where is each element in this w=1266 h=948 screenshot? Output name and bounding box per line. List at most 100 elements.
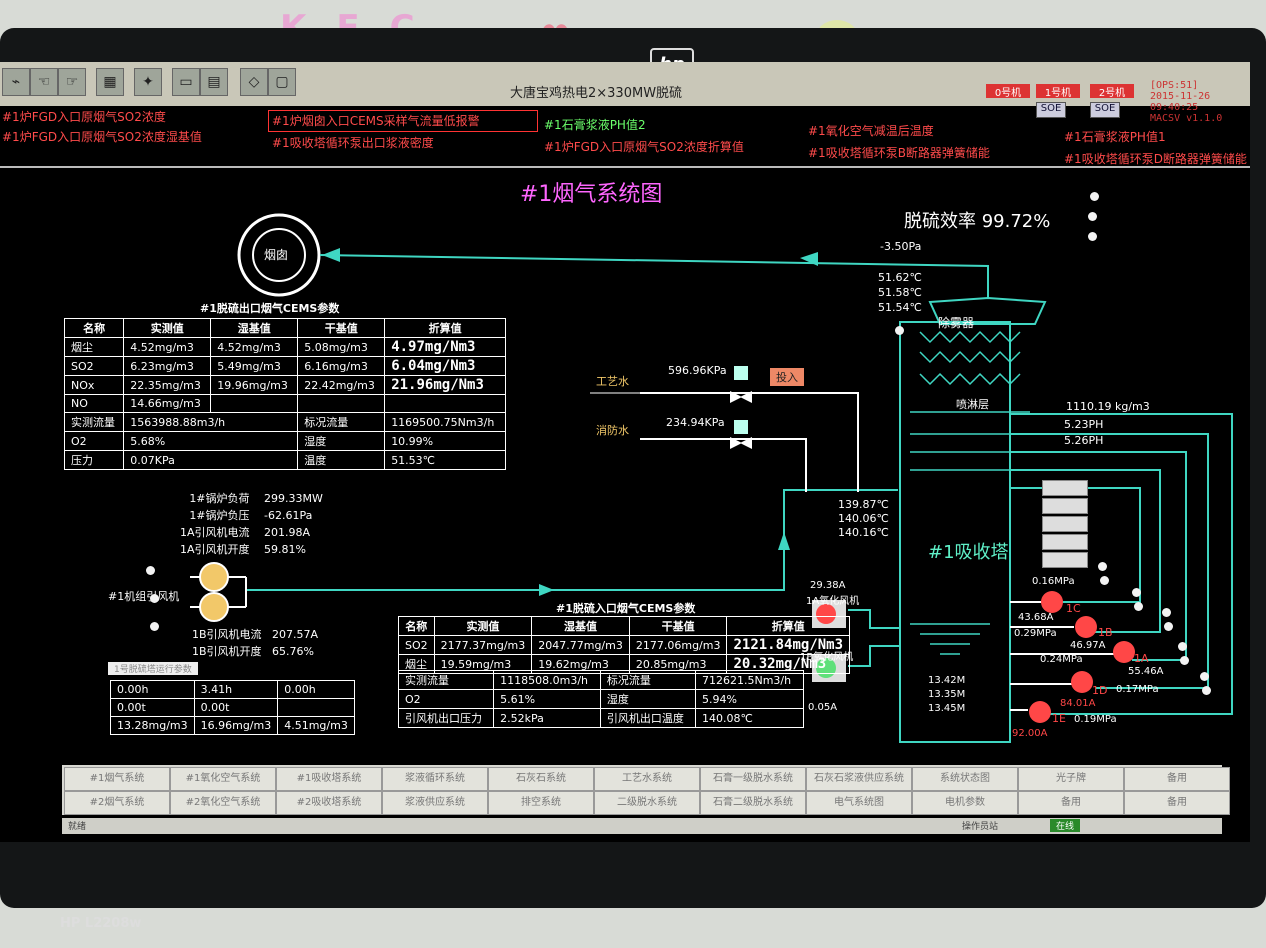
unit-1-indicator[interactable]: 1号机 [1036,84,1080,99]
pump-1d-icon [1071,671,1093,693]
small-table-title[interactable]: 1号脱硫塔运行参数 [108,662,198,675]
pump-1e-icon [1029,701,1051,723]
divider [0,166,1250,168]
document-icon[interactable]: ▢ [268,68,296,96]
nav-button[interactable]: 石膏二级脱水系统 [700,791,806,815]
status-dot[interactable] [1164,622,1173,631]
tower-top-pressure: -3.50Pa [880,240,922,253]
pump-state-button[interactable] [1042,516,1088,532]
nav-button[interactable]: 光子牌 [1018,767,1124,791]
nav-button[interactable]: 浆液供应系统 [382,791,488,815]
alarm-item[interactable]: #1石膏浆液PH值1 [1064,130,1166,144]
nav-button[interactable]: 石灰石浆液供应系统 [806,767,912,791]
alarm-item[interactable]: #1氧化空气减温后温度 [808,124,934,138]
pump-state-button[interactable] [1042,552,1088,568]
input-button[interactable]: 投入 [770,368,804,386]
nav-button[interactable]: 电机参数 [912,791,1018,815]
soe-button-1[interactable]: SOE [1036,102,1066,118]
flow-arrow-icon [539,584,554,596]
chart-icon[interactable]: ▤ [200,68,228,96]
status-dot[interactable] [1180,656,1189,665]
pump-state-button[interactable] [1042,498,1088,514]
status-dot[interactable] [150,594,159,603]
pump-state-button[interactable] [1042,480,1088,496]
pointer-icon[interactable]: ☞ [58,68,86,96]
unit-0-indicator[interactable]: 0号机 [986,84,1030,99]
nav-button[interactable]: 工艺水系统 [594,767,700,791]
status-dot[interactable] [1202,686,1211,695]
nav-button[interactable]: 备用 [1124,791,1230,815]
status-bar: 就绪 操作员站 在线 [62,818,1222,834]
absorber-tower [899,321,1011,743]
table-cell: 10.99% [384,431,506,451]
nav-button[interactable]: 备用 [1018,791,1124,815]
nav-button[interactable]: 石灰石系统 [488,767,594,791]
nav-button[interactable]: #1吸收塔系统 [276,767,382,791]
table-cell: 19.62mg/m3 [531,654,630,674]
status-dot[interactable] [1134,602,1143,611]
pump-1d-pressure: 0.17MPa [1116,684,1159,695]
nav-button[interactable]: #2氧化空气系统 [170,791,276,815]
nav-button[interactable]: 排空系统 [488,791,594,815]
map-icon[interactable]: ▦ [96,68,124,96]
tools-icon[interactable]: ✦ [134,68,162,96]
nav-button[interactable]: #2烟气系统 [64,791,170,815]
table-header: 干基值 [628,616,728,636]
alarm-item[interactable]: #1吸收塔循环泵B断路器弹簧储能 [808,146,990,160]
inlet-flue-line [245,489,898,591]
alarm-item[interactable]: #1炉FGD入口原烟气SO2浓度折算值 [544,140,744,154]
status-dot[interactable] [1100,576,1109,585]
monitor-brand: HP L2208w [60,916,142,931]
hand-icon[interactable]: ☜ [30,68,58,96]
eraser-icon[interactable]: ◇ [240,68,268,96]
soe-button-2[interactable]: SOE [1090,102,1120,118]
pump-state-button[interactable] [1042,534,1088,550]
unit-2-indicator[interactable]: 2号机 [1090,84,1134,99]
alarm-item[interactable]: #1炉FGD入口原烟气SO2浓度 [2,110,166,124]
status-dot[interactable] [1200,672,1209,681]
nav-button[interactable]: #1氧化空气系统 [170,767,276,791]
table-cell: 19.96mg/m3 [210,375,299,395]
nav-button[interactable]: 备用 [1124,767,1230,791]
process-diagram [190,213,1233,743]
nav-button[interactable]: 系统状态图 [912,767,1018,791]
status-dot[interactable] [1132,588,1141,597]
alarm-item[interactable]: #1炉FGD入口原烟气SO2浓度湿基值 [2,130,202,144]
inlet-cems-title: #1脱硫入口烟气CEMS参数 [556,602,696,615]
nav-button[interactable]: 电气系统图 [806,791,912,815]
status-dot[interactable] [1088,232,1097,241]
status-dot[interactable] [1088,212,1097,221]
nav-button[interactable]: 二级脱水系统 [594,791,700,815]
param-value: 299.33MW [264,492,323,505]
status-dot[interactable] [1178,642,1187,651]
id-fan-b-icon [199,592,229,622]
alarm-item[interactable]: #1炉烟囱入口CEMS采样气流量低报警 [272,114,480,128]
trend-icon[interactable]: ⌁ [2,68,30,96]
status-dot[interactable] [146,566,155,575]
status-dot[interactable] [1090,192,1099,201]
nav-button[interactable]: 浆液循环系统 [382,767,488,791]
table-cell: SO2 [63,356,125,376]
nav-button[interactable]: #2吸收塔系统 [276,791,382,815]
level-reading: 13.45M [928,703,966,714]
alarm-item[interactable]: #1吸收塔循环泵D断路器弹簧储能 [1064,152,1247,166]
alarm-item[interactable]: #1吸收塔循环泵出口浆液密度 [272,136,434,150]
table-cell: 0.00h [110,680,195,699]
alarm-item[interactable]: #1石膏浆液PH值2 [544,118,646,132]
nav-button[interactable]: #1烟气系统 [64,767,170,791]
status-dot[interactable] [150,622,159,631]
status-dot[interactable] [1162,608,1171,617]
table-cell: 20.32mg/Nm3 [726,654,851,674]
status-dot[interactable] [895,326,904,335]
nav-button[interactable]: 石膏一级脱水系统 [700,767,806,791]
outlet-flue-line [319,254,989,298]
fire-water-label: 消防水 [596,424,629,437]
folder-icon[interactable]: ▭ [172,68,200,96]
fire-water-pressure: 234.94KPa [666,416,725,429]
table-cell: 湿度 [297,431,386,451]
status-dot[interactable] [1098,562,1107,571]
